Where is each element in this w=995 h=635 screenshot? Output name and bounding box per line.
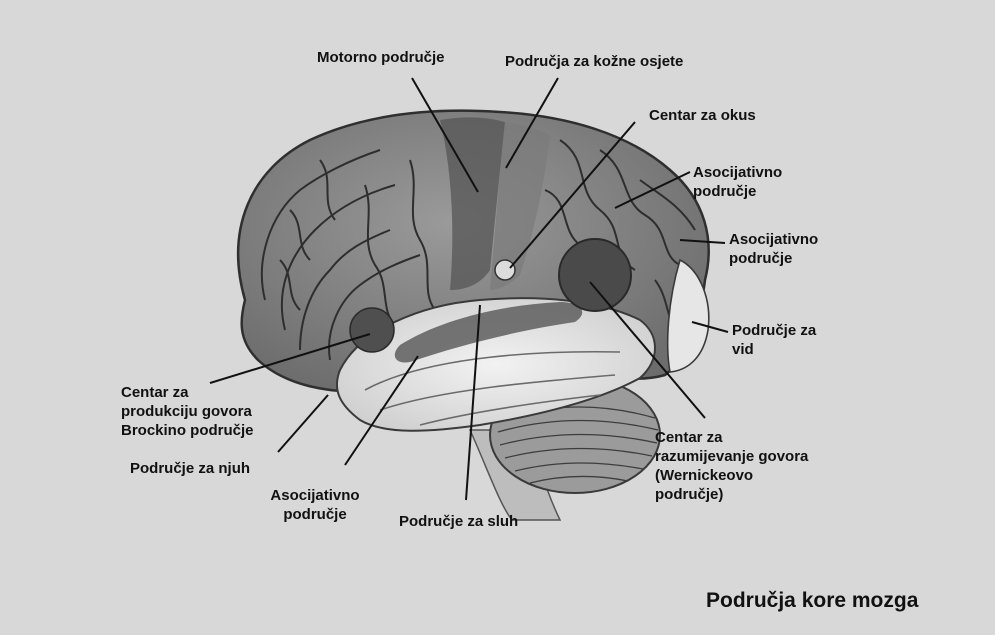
label-association-upper: Asocijativno područje	[693, 163, 782, 201]
label-skin-senses: Područja za kožne osjete	[505, 52, 683, 71]
label-wernicke-line4: područje)	[655, 485, 808, 504]
label-association-right: Asocijativno područje	[729, 230, 818, 268]
label-smell-text: Područje za njuh	[130, 460, 250, 477]
label-association-right-line2: područje	[729, 249, 818, 268]
label-vision-line2: vid	[732, 340, 816, 359]
label-association-lower: Asocijativno područje	[250, 486, 380, 524]
taste-area	[495, 260, 515, 280]
label-broca-line2: produkciju govora	[121, 402, 254, 421]
label-motor-text: Motorno područje	[317, 49, 445, 66]
label-hearing-text: Područje za sluh	[399, 513, 518, 530]
label-wernicke-line3: (Wernickeovo	[655, 466, 808, 485]
label-broca-line1: Centar za	[121, 383, 254, 402]
label-taste-center: Centar za okus	[649, 106, 756, 125]
label-association-right-line1: Asocijativno	[729, 230, 818, 249]
label-association-upper-line1: Asocijativno	[693, 163, 782, 182]
label-skin-text: Područja za kožne osjete	[505, 53, 683, 70]
label-association-lower-line1: Asocijativno	[250, 486, 380, 505]
label-broca-area: Centar za produkciju govora Brockino pod…	[121, 383, 254, 440]
label-wernicke-line2: razumijevanje govora	[655, 447, 808, 466]
label-hearing-area: Područje za sluh	[399, 512, 518, 531]
figure-caption: Područja kore mozga	[706, 589, 918, 613]
label-wernicke-line1: Centar za	[655, 428, 808, 447]
label-association-lower-line2: područje	[250, 505, 380, 524]
label-wernicke-area: Centar za razumijevanje govora (Wernicke…	[655, 428, 808, 504]
label-motor-area: Motorno područje	[317, 48, 445, 67]
label-vision-line1: Područje za	[732, 321, 816, 340]
label-vision-area: Područje za vid	[732, 321, 816, 359]
broca-area	[350, 308, 394, 352]
label-taste-text: Centar za okus	[649, 107, 756, 124]
label-association-upper-line2: područje	[693, 182, 782, 201]
label-smell-area: Područje za njuh	[130, 459, 250, 478]
label-broca-line3: Brockino područje	[121, 421, 254, 440]
wernicke-area	[559, 239, 631, 311]
